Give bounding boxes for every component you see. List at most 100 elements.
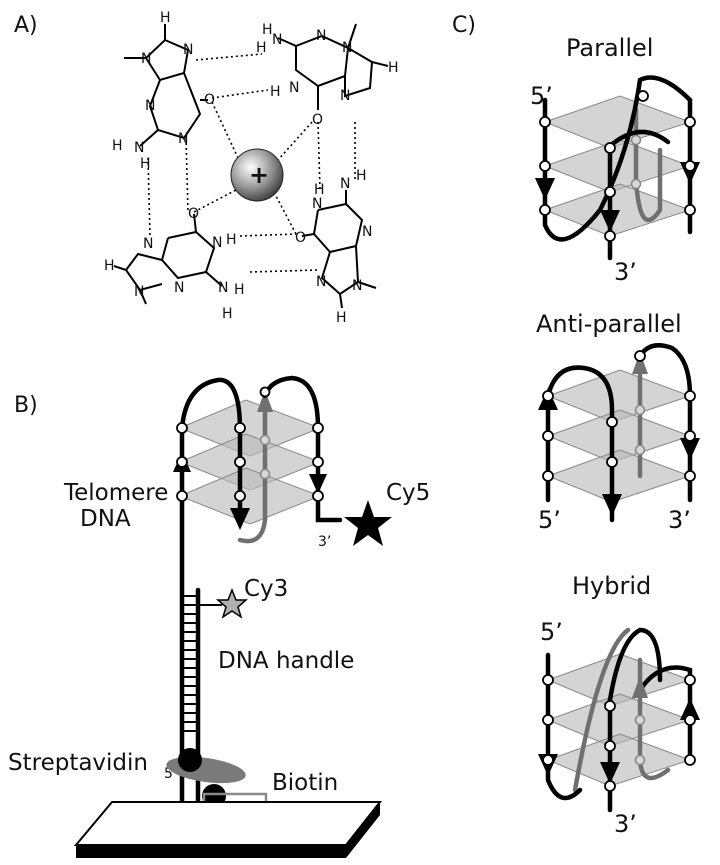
- atom-n: N: [352, 278, 362, 294]
- streptavidin-shape: [166, 756, 246, 784]
- guanine-node: [259, 468, 271, 480]
- hbond: [147, 157, 151, 237]
- arrow-down-icon: [230, 508, 250, 530]
- surface-top: [73, 801, 383, 846]
- atom-h: H: [160, 10, 171, 26]
- coordination-bond: [277, 121, 313, 161]
- atom-n: N: [141, 51, 151, 67]
- guanine-bottom-left: O N H N H N N N H H: [104, 206, 245, 322]
- strand: [545, 365, 615, 523]
- guanine-node: [312, 456, 324, 468]
- panel-label-a: A): [14, 13, 38, 38]
- parallel-title: Parallel: [566, 34, 653, 62]
- atom-n: N: [316, 28, 326, 44]
- guanine-top-left: H N N N N O H N H: [112, 10, 215, 172]
- cy5-label: Cy5: [386, 480, 430, 506]
- guanine-node: [312, 490, 324, 502]
- atom-h: H: [112, 138, 123, 154]
- atom-o: O: [188, 206, 199, 222]
- hbond: [185, 137, 189, 213]
- guanine-node: [259, 386, 271, 398]
- arrow-down-icon: [535, 178, 555, 200]
- topology-antiparallel: Anti-parallel 5’ 3’: [536, 310, 700, 534]
- atom-h: H: [104, 258, 115, 274]
- parallel-three-prime: 3’: [614, 258, 637, 286]
- panel-a-g-quartet: H N N N N O H N H H N H N N N H N H: [104, 10, 399, 326]
- handle-rungs: [182, 595, 198, 732]
- antiparallel-three-prime: 3’: [668, 506, 691, 534]
- strand: [607, 129, 671, 149]
- atom-h: H: [222, 306, 233, 322]
- hybrid-title: Hybrid: [572, 572, 651, 600]
- arrow-down-icon: [309, 474, 327, 494]
- cation-symbol: +: [249, 161, 269, 189]
- atom-h: H: [336, 310, 347, 326]
- atom-n: N: [340, 176, 350, 192]
- strand: [637, 343, 693, 503]
- atom-h: H: [256, 40, 267, 56]
- atom-n: N: [289, 80, 299, 96]
- hbond: [239, 233, 297, 237]
- quartet-plate: [546, 733, 692, 787]
- atom-h: H: [226, 232, 237, 248]
- antiparallel-title: Anti-parallel: [536, 310, 682, 338]
- coordination-bond: [193, 189, 237, 213]
- atom-n: N: [272, 32, 282, 48]
- atom-h: H: [262, 22, 273, 38]
- atom-n: N: [316, 274, 326, 290]
- arrow-down-icon: [600, 210, 620, 232]
- hybrid-five-prime: 5’: [540, 618, 563, 646]
- telomere-strand: [262, 375, 343, 523]
- atom-n: N: [134, 284, 144, 300]
- atom-h: H: [388, 60, 399, 76]
- panel-label-c: C): [452, 13, 476, 38]
- hbond: [195, 53, 263, 61]
- atom-h: H: [140, 156, 151, 172]
- arrow-down-icon: [602, 494, 622, 516]
- hbond: [317, 121, 321, 191]
- cy3-label: Cy3: [244, 576, 288, 602]
- arrow-icon: [257, 390, 273, 412]
- strand: [542, 75, 693, 242]
- guanine-top-right: H N H N N N H N H O: [256, 22, 399, 128]
- guanine-node: [234, 490, 246, 502]
- strand: [545, 652, 583, 801]
- guanine-node: [312, 422, 324, 434]
- quartet-plate: [178, 467, 322, 525]
- guanine-node: [176, 456, 188, 468]
- strand: [637, 665, 693, 763]
- guanine-bottom-right: O N H N H N N N H: [295, 168, 377, 326]
- surface-front: [76, 845, 346, 858]
- coordination-bond: [211, 101, 239, 159]
- atom-n: N: [362, 224, 372, 240]
- panel-label-b: B): [14, 393, 38, 418]
- guanine-node: [259, 434, 271, 446]
- guanine-node: [176, 490, 188, 502]
- three-prime-label: 3’: [318, 534, 331, 550]
- atom-n: N: [342, 40, 352, 56]
- atom-n: N: [174, 280, 184, 296]
- guanine-node: [234, 456, 246, 468]
- atom-o: O: [295, 230, 306, 246]
- atom-h: H: [314, 182, 325, 198]
- arrow-up-icon: [632, 676, 648, 698]
- atom-n: N: [212, 235, 222, 251]
- arrow-up-icon: [632, 352, 648, 374]
- telomere-label-line1: Telomere: [63, 480, 168, 506]
- streptavidin-label: Streptavidin: [8, 750, 148, 776]
- arrow-up-icon: [680, 698, 700, 720]
- guanine-node: [176, 422, 188, 434]
- hbond: [211, 89, 269, 99]
- cy5-star-icon: [344, 500, 392, 546]
- biotin-label: Biotin: [272, 770, 338, 796]
- atom-o: O: [204, 92, 215, 108]
- hbond: [249, 269, 319, 273]
- panel-b-construct: Cy5 3’ Telomere DNA Cy3 DNA handle 5’ St…: [8, 375, 430, 858]
- back-strand: [237, 393, 268, 544]
- cy3-star-icon: [216, 587, 248, 619]
- hybrid-three-prime: 3’: [614, 810, 637, 838]
- atom-h: H: [234, 282, 245, 298]
- topology-parallel: Parallel 5’ 3’: [530, 34, 700, 286]
